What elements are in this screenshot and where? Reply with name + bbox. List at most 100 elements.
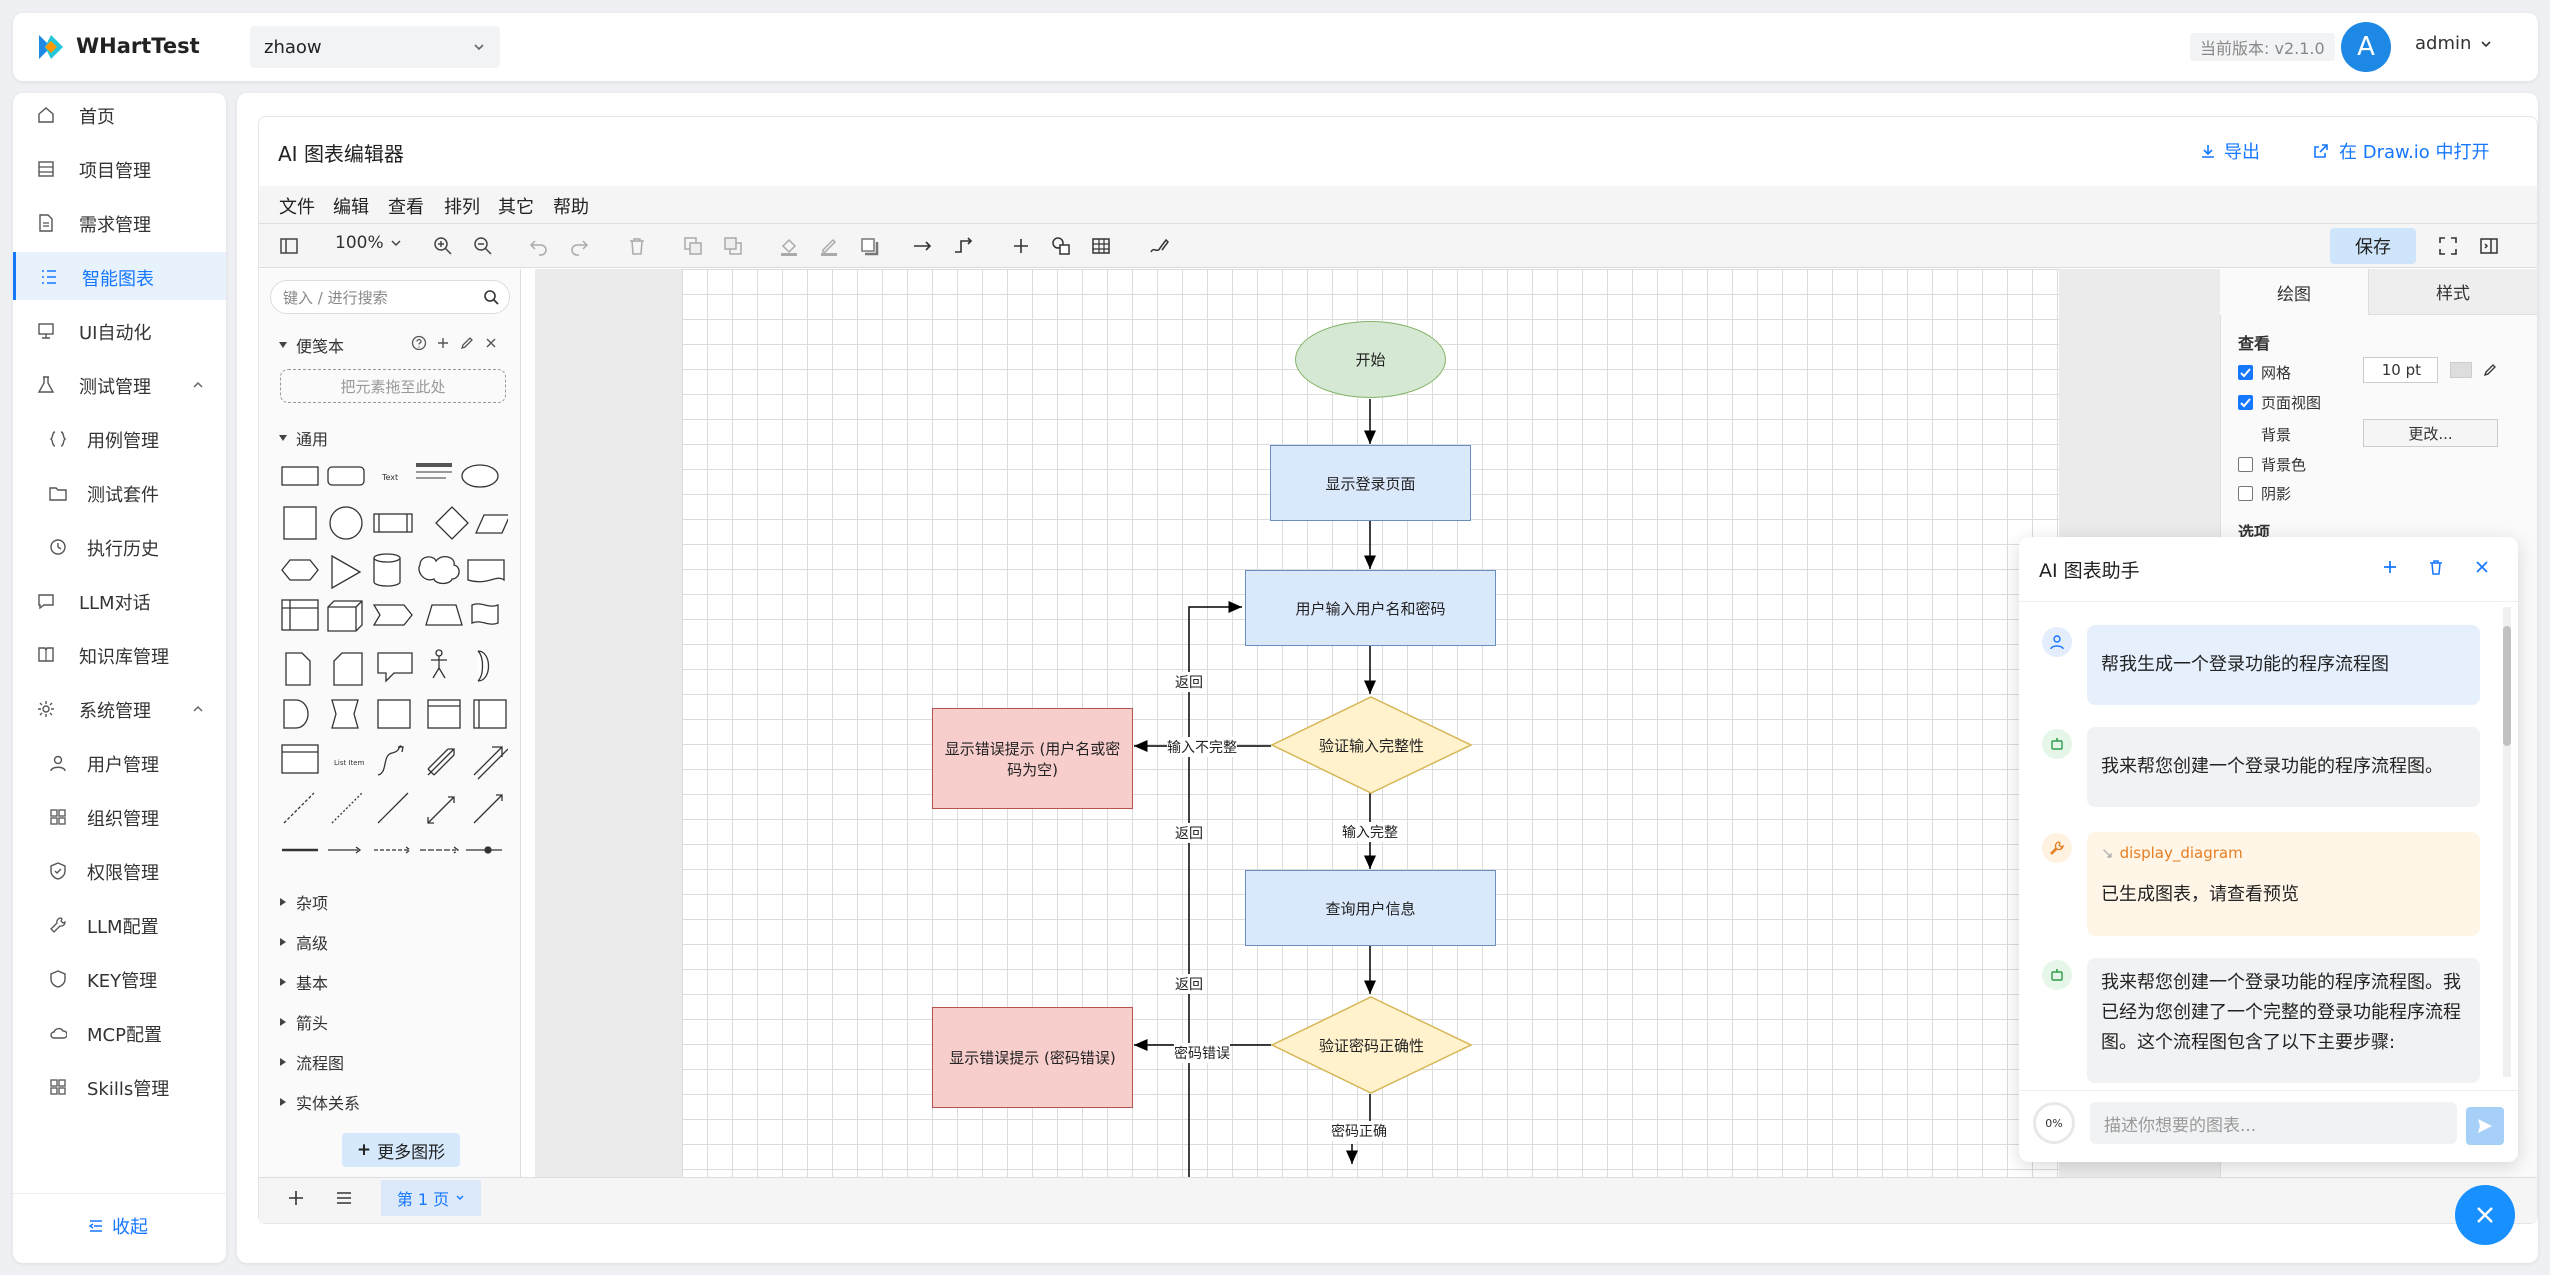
pages-menu-icon[interactable] [334,1188,354,1208]
waypoints-icon[interactable] [952,235,974,257]
app-logo[interactable]: WHartTest [76,34,200,58]
fill-color-icon[interactable] [778,235,800,257]
chat-scrollbar-thumb[interactable] [2503,626,2511,746]
sidebar-item-8[interactable]: 执行历史 [13,522,226,570]
sidebar-item-11[interactable]: 系统管理 [13,684,226,732]
shape-category-1[interactable]: 高级 [278,930,328,954]
menu-file[interactable]: 文件 [279,197,315,218]
menu-edit[interactable]: 编辑 [333,197,369,218]
chat-fab-button[interactable] [2455,1185,2515,1245]
add-icon[interactable] [435,335,451,351]
sidebar-item-13[interactable]: 组织管理 [13,792,226,840]
tab-style[interactable]: 样式 [2368,269,2537,315]
table-icon[interactable] [1090,235,1112,257]
chat-scrollbar[interactable] [2503,607,2511,1077]
scratchpad-header[interactable]: 便笺本 [278,333,344,357]
open-drawio-button[interactable]: 在 Draw.io 中打开 [2313,138,2490,164]
tab-diagram[interactable]: 绘图 [2220,269,2368,315]
insert-icon[interactable] [1010,235,1032,257]
shadow-checkbox[interactable]: 阴影 [2238,483,2291,504]
sidebar-item-16[interactable]: KEY管理 [13,954,226,1002]
more-shapes-button[interactable]: + 更多图形 [342,1133,460,1167]
page-tab[interactable]: 第 1 页 [381,1180,481,1216]
diagram-canvas[interactable]: 开始 显示登录页面 用户输入用户名和密码 验证输入完整性 显示错误提示 (用户名… [682,269,2059,1177]
undo-icon[interactable] [528,235,550,257]
shape-category-3[interactable]: 箭头 [278,1010,328,1034]
sidebar-item-9[interactable]: LLM对话 [13,576,226,624]
avatar[interactable]: A [2341,22,2391,72]
shapes-icon[interactable] [1050,235,1072,257]
trash-icon[interactable] [2427,558,2445,576]
node-show-login[interactable]: 显示登录页面 [1270,445,1471,521]
sidebar-item-17[interactable]: MCP配置 [13,1008,226,1056]
format-panel-toggle-icon[interactable] [278,235,300,257]
add-page-icon[interactable] [286,1188,306,1208]
shape-category-0[interactable]: 杂项 [278,890,328,914]
menu-arrange[interactable]: 排列 [444,197,480,218]
sidebar-item-14[interactable]: 权限管理 [13,846,226,894]
sidebar-item-5[interactable]: 测试管理 [13,360,226,408]
sidebar-item-7[interactable]: 测试套件 [13,468,226,516]
collapse-button[interactable]: 收起 [88,1213,148,1239]
node-error-password[interactable]: 显示错误提示 (密码错误) [932,1007,1133,1108]
redo-icon[interactable] [568,235,590,257]
fullscreen-icon[interactable] [2437,235,2459,257]
sidebar-item-4[interactable]: UI自动化 [13,306,226,354]
node-error-empty[interactable]: 显示错误提示 (用户名或密码为空) [932,708,1133,809]
shape-palette[interactable]: Text List Item [278,455,508,860]
node-start[interactable]: 开始 [1295,321,1446,398]
sidebar-item-3[interactable]: 智能图表 [13,252,226,300]
user-menu[interactable]: admin [2415,33,2493,54]
freehand-icon[interactable] [1148,235,1170,257]
help-icon[interactable] [411,335,427,351]
to-front-icon[interactable] [682,235,704,257]
shape-category-2[interactable]: 基本 [278,970,328,994]
node-query-user[interactable]: 查询用户信息 [1245,870,1496,946]
close-icon[interactable] [483,335,499,351]
page-view-checkbox[interactable]: 页面视图 [2238,392,2321,413]
sidebar-item-2[interactable]: 需求管理 [13,198,226,246]
grid-size-input[interactable]: 10 pt [2363,357,2438,383]
grid-checkbox[interactable]: 网格 [2238,362,2291,383]
pencil-icon[interactable] [2482,362,2498,378]
menu-view[interactable]: 查看 [388,197,424,218]
grid-color-swatch[interactable] [2450,362,2472,378]
sidebar-item-15[interactable]: LLM配置 [13,900,226,948]
sidebar-item-6[interactable]: 用例管理 [13,414,226,462]
node-validate-input[interactable]: 验证输入完整性 [1271,696,1472,794]
triangle-right-icon [278,1097,288,1107]
zoom-in-icon[interactable] [432,235,454,257]
shape-category-4[interactable]: 流程图 [278,1050,344,1074]
sidebar-item-1[interactable]: 项目管理 [13,144,226,192]
connection-icon[interactable] [912,235,934,257]
zoom-select[interactable]: 100% [335,233,402,253]
delete-icon[interactable] [626,235,648,257]
zoom-out-icon[interactable] [472,235,494,257]
node-validate-password[interactable]: 验证密码正确性 [1271,996,1472,1094]
to-back-icon[interactable] [722,235,744,257]
menu-help[interactable]: 帮助 [553,197,589,218]
sidebar-item-12[interactable]: 用户管理 [13,738,226,786]
sidebar-item-10[interactable]: 知识库管理 [13,630,226,678]
shadow-icon[interactable] [858,235,880,257]
sidebar-item-0[interactable]: 首页 [13,90,226,138]
new-chat-icon[interactable] [2381,558,2399,576]
project-select[interactable]: zhaow [250,26,500,68]
change-background-button[interactable]: 更改... [2363,419,2498,447]
menu-extras[interactable]: 其它 [498,197,534,218]
shape-search-input[interactable]: 键入 / 进行搜索 [270,280,510,314]
shape-category-5[interactable]: 实体关系 [278,1090,360,1114]
panel-toggle-icon[interactable] [2478,235,2500,257]
node-user-input[interactable]: 用户输入用户名和密码 [1245,570,1496,646]
send-button[interactable] [2466,1107,2504,1145]
edit-icon[interactable] [459,335,475,351]
general-header[interactable]: 通用 [278,426,328,450]
sidebar-item-18[interactable]: Skills管理 [13,1062,226,1110]
chat-input[interactable]: 描述你想要的图表... [2090,1102,2457,1144]
save-button[interactable]: 保存 [2330,228,2416,264]
scratchpad-drop-zone[interactable]: 把元素拖至此处 [280,369,506,403]
close-chat-icon[interactable] [2473,558,2491,576]
bg-color-checkbox[interactable]: 背景色 [2238,454,2306,475]
export-button[interactable]: 导出 [2200,138,2260,164]
line-color-icon[interactable] [818,235,840,257]
